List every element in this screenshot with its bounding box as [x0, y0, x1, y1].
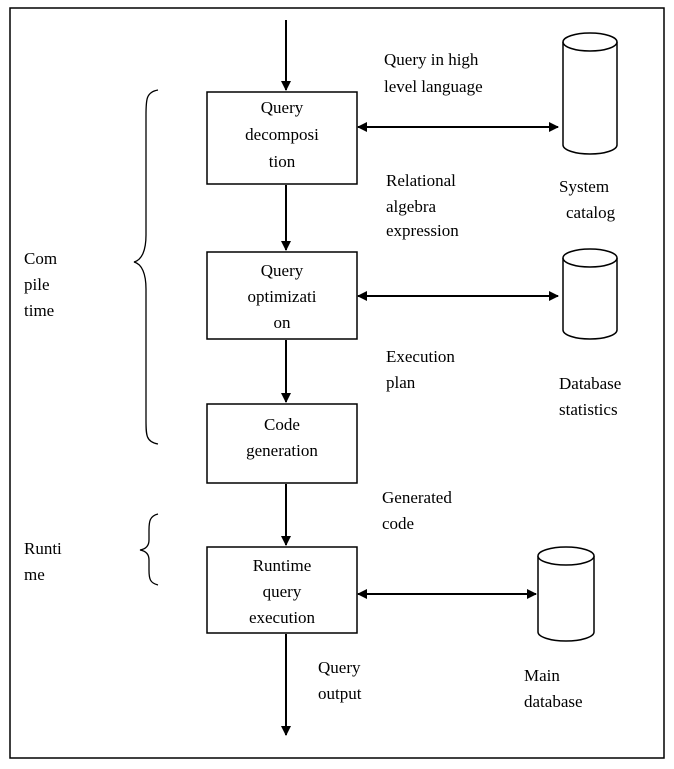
system-catalog-label: catalog [566, 203, 616, 222]
query-in-label: Query in high [384, 50, 479, 69]
box-label-line: Query [261, 261, 304, 280]
box-label-line: execution [249, 608, 316, 627]
code-generation-box: Code generation [206, 403, 358, 484]
system-catalog-label: System [559, 177, 609, 196]
box-label-line: tion [269, 152, 296, 171]
relational-label: algebra [386, 197, 436, 216]
database-statistics-label: Database [559, 374, 621, 393]
query-decomposition-box: Query decomposi tion [206, 91, 358, 185]
compile-time-label: pile [24, 275, 50, 294]
box-label-line: query [263, 582, 302, 601]
main-database-database-icon [537, 546, 595, 642]
generated-code-label: code [382, 514, 414, 533]
box-label-line: on [274, 313, 292, 332]
system-catalog-database-icon [562, 32, 618, 155]
box-label-line: decomposi [245, 125, 319, 144]
box-label-line: Query [261, 98, 304, 117]
runtime-phase-label: me [24, 565, 45, 584]
database-statistics-label: statistics [559, 400, 618, 419]
box-label-line: generation [246, 441, 318, 460]
execution-plan-label: plan [386, 373, 416, 392]
execution-plan-label: Execution [386, 347, 455, 366]
compile-time-label: time [24, 301, 54, 320]
relational-label: Relational [386, 171, 456, 190]
box-label-line: Code [264, 415, 300, 434]
box-label-line: Runtime [253, 556, 312, 575]
outer-frame [9, 7, 665, 759]
main-database-label: database [524, 692, 583, 711]
compile-time-label: Com [24, 249, 57, 268]
relational-label: expression [386, 221, 459, 240]
box-label-line: optimizati [248, 287, 317, 306]
runtime-phase-label: Runti [24, 539, 62, 558]
runtime-query-execution-box: Runtime query execution [206, 546, 358, 634]
query-output-label: output [318, 684, 362, 703]
query-in-label: level language [384, 77, 483, 96]
generated-code-label: Generated [382, 488, 452, 507]
query-output-label: Query [318, 658, 361, 677]
runtime-brace [139, 513, 159, 586]
compile-time-brace [133, 89, 159, 445]
query-optimization-box: Query optimizati on [206, 251, 358, 340]
database-statistics-database-icon [562, 248, 618, 340]
main-database-label: Main [524, 666, 560, 685]
